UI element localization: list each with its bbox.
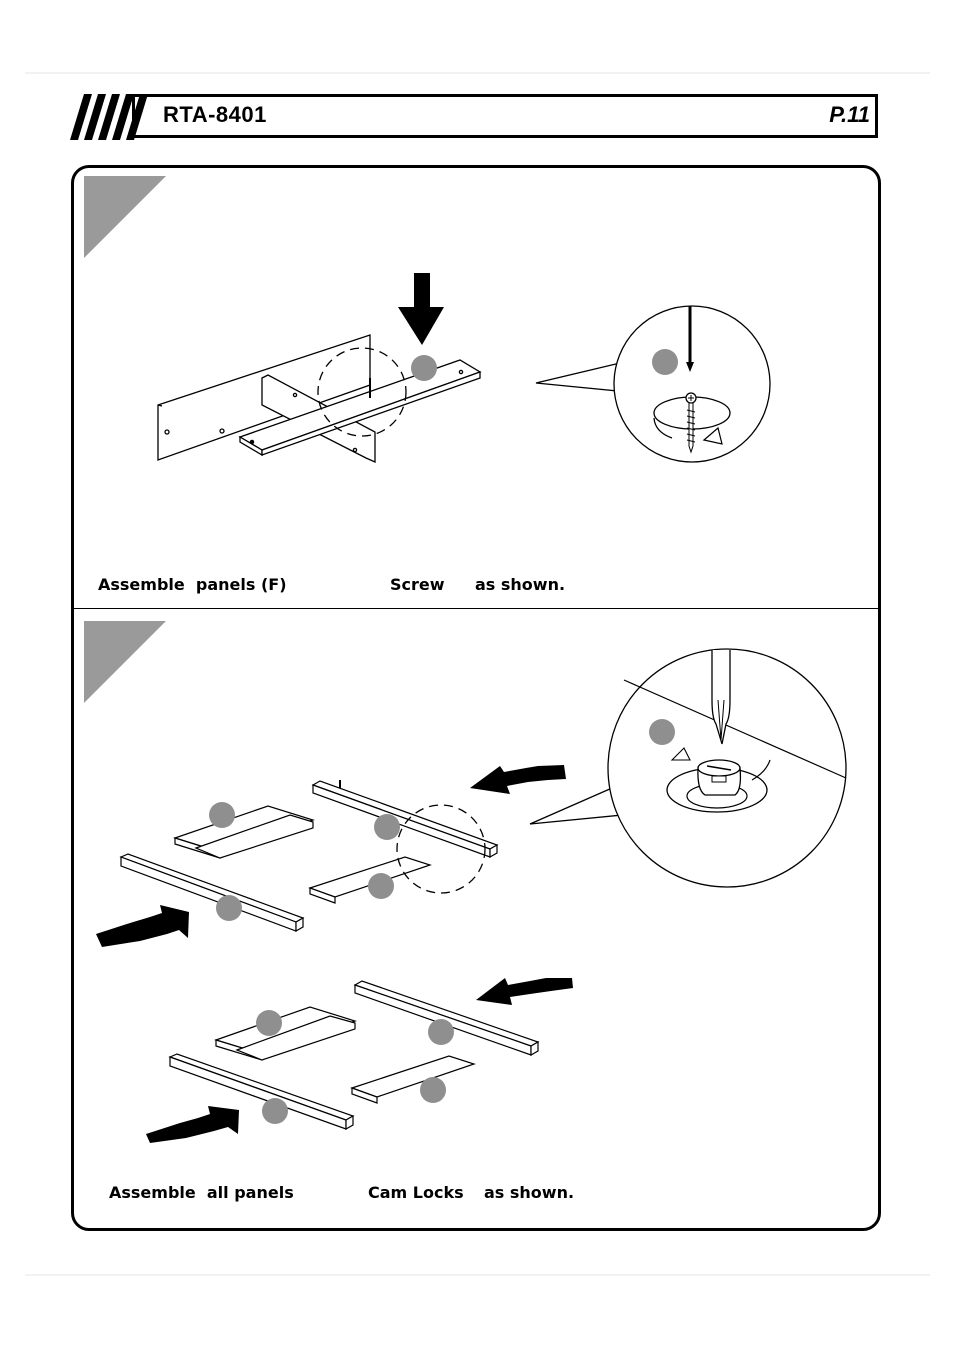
instruction-frame	[71, 165, 881, 1231]
step-2-instruction-part-c: as shown.	[484, 1183, 574, 1202]
page-number: P.11	[829, 102, 870, 128]
step-1-instruction-part-a: Assemble panels (F)	[98, 575, 287, 594]
step-2-instruction-part-a: Assemble all panels	[109, 1183, 294, 1202]
step-1-instruction-part-c: as shown.	[475, 575, 565, 594]
step-2-instruction-part-b: Cam Locks	[368, 1183, 464, 1202]
step-divider	[74, 608, 878, 609]
step-1-instruction-part-b: Screw	[390, 575, 445, 594]
model-number: RTA-8401	[163, 102, 267, 128]
